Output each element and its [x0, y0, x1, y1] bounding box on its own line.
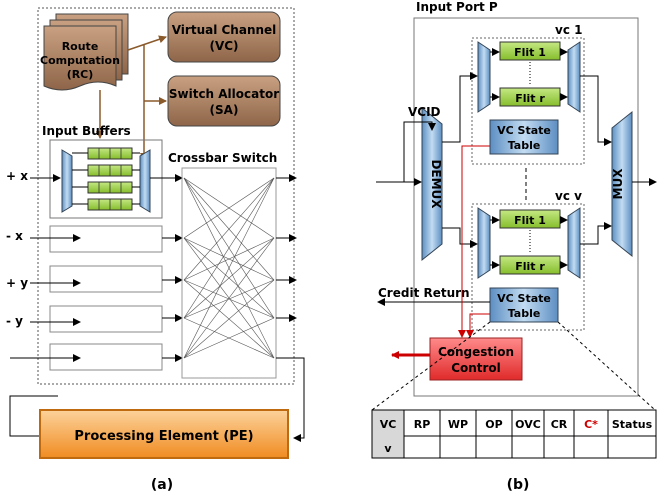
- congestion-wires: [458, 145, 490, 338]
- mux-block: MUX: [611, 110, 633, 258]
- vc-v-state-table: [489, 287, 559, 323]
- table-header-ovc: OVC: [515, 418, 541, 431]
- pe-label: Processing Element (PE): [74, 429, 253, 444]
- sa-label-1: Switch Allocator: [169, 87, 279, 101]
- caption-b: (b): [507, 477, 530, 493]
- table-header-op: OP: [485, 418, 502, 431]
- table-header-wp: WP: [448, 418, 468, 431]
- table-row-v: v: [384, 442, 392, 455]
- caption-a: (a): [151, 477, 173, 493]
- router-outline: [37, 7, 295, 385]
- rc-label-2: Computation: [40, 54, 120, 67]
- credit-return-label: Credit Return: [378, 286, 470, 300]
- vc-1-flit-r-label: Flit r: [515, 92, 545, 105]
- mux-label: MUX: [611, 168, 625, 200]
- vc-label-2: (VC): [209, 39, 238, 53]
- table-header-c-star: C*: [584, 418, 598, 431]
- vc-1-state-label-1: VC State: [497, 124, 551, 137]
- vc-state-table-detail: VC RP WP OP OVC CR C* Status v: [371, 409, 657, 459]
- congestion-label-2: Control: [451, 361, 501, 375]
- vcid-label: VCID: [408, 105, 441, 119]
- vc-v-flit-r-label: Flit r: [515, 260, 545, 273]
- vc-label-1: Virtual Channel: [172, 23, 277, 37]
- port-label-minus-x: - x: [6, 229, 23, 243]
- vc-v-label: vc v: [555, 189, 582, 203]
- table-header-cr: CR: [551, 418, 568, 431]
- port-label-minus-y: - y: [6, 314, 23, 328]
- vc-1-state-label-2: Table: [508, 139, 541, 152]
- rc-label-1: Route: [62, 40, 99, 53]
- input-port-title: Input Port P: [416, 0, 498, 14]
- vc-v-flit-1-label: Flit 1: [514, 214, 546, 227]
- switch-allocator-block: Switch Allocator (SA): [167, 75, 281, 127]
- vc-v-state-label-1: VC State: [497, 292, 551, 305]
- congestion-control-block: Congestion Control: [429, 337, 523, 381]
- rc-label-3: (RC): [67, 68, 94, 81]
- port-label-plus-x: + x: [6, 169, 28, 183]
- table-header-rp: RP: [414, 418, 431, 431]
- input-port-boxes: [49, 225, 163, 371]
- table-header-status: Status: [612, 418, 653, 431]
- table-header-vc: VC: [380, 418, 397, 431]
- input-arrows: [10, 174, 183, 362]
- processing-element-block: Processing Element (PE): [39, 409, 289, 459]
- route-computation-block: Route Computation (RC): [40, 13, 129, 91]
- router-diagram-a: Route Computation (RC) Virtual Channel (…: [6, 7, 305, 493]
- vc-1-label: vc 1: [555, 23, 582, 37]
- input-port-outline: [413, 17, 639, 397]
- input-buffers-label: Input Buffers: [42, 124, 131, 138]
- congestion-label-1: Congestion: [438, 345, 514, 359]
- vc-1-flit-1-label: Flit 1: [514, 46, 546, 59]
- crossbar-switch: [181, 167, 277, 379]
- input-port-diagram-b: Input Port P vc 1 Flit 1 Flit r VC State…: [371, 0, 657, 493]
- input-port-wiring: [376, 72, 657, 306]
- vc-1-group: vc 1 Flit 1 Flit r VC State Table: [471, 23, 585, 165]
- control-arrows: [96, 35, 167, 161]
- vc-v-group: vc v Flit 1 Flit r VC State Table: [471, 189, 585, 331]
- output-arrows: [9, 174, 305, 442]
- demux-label: DEMUX: [429, 159, 443, 209]
- sa-label-2: (SA): [210, 103, 239, 117]
- vc-1-state-table: [489, 119, 559, 155]
- vc-v-state-label-2: Table: [508, 307, 541, 320]
- demux-block: DEMUX: [421, 106, 443, 262]
- port-label-plus-y: + y: [6, 276, 28, 290]
- zoom-lines: [371, 321, 656, 411]
- input-buffer-detail: [49, 139, 163, 219]
- crossbar-label: Crossbar Switch: [168, 151, 277, 165]
- virtual-channel-block: Virtual Channel (VC): [167, 11, 281, 63]
